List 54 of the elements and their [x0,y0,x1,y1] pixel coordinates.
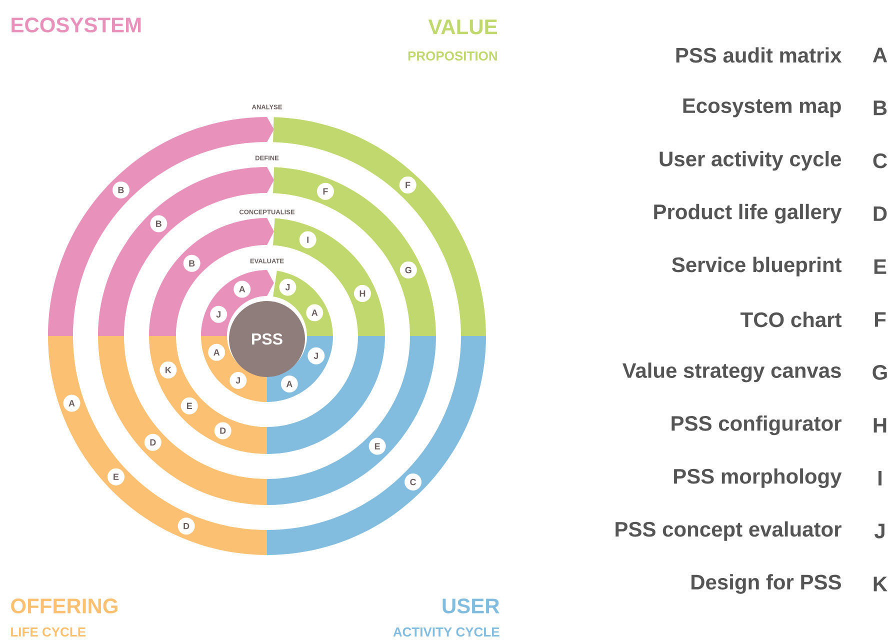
quadrant-title: USER [442,598,500,614]
tool-letter: G [872,364,887,380]
tool-name: PSS audit matrix [676,47,842,63]
tool-name: Product life gallery [654,204,842,224]
tool-name: Value strategy canvas [622,362,841,382]
tool-letter: A [872,48,888,62]
letter-badge: F [316,182,334,200]
letter-badge: A [63,394,80,412]
letter-badge: J [210,306,228,323]
letter-badge: A [208,344,226,361]
tool-letter: K [874,576,888,592]
letter-badge: H [354,285,371,302]
tool-letter: D [874,206,887,221]
tool-name: PSS configurator [672,415,842,436]
letter-badge: D [178,518,195,535]
quadrant-title: OFFERING [11,598,118,614]
tool-letter: J [874,524,884,538]
tool-name: Service blueprint [672,256,842,276]
tool-letter: I [878,470,882,486]
tool-letter: C [873,153,887,168]
letter-badge: B [183,254,200,272]
quadrant-subtitle: ACTIVITY CYCLE [393,627,500,637]
letter-badge: K [160,362,177,378]
letter-badge: F [399,176,416,194]
letter-badge: E [107,468,124,486]
tool-name: User activity cycle [660,151,842,171]
letter-badge: A [234,280,251,298]
letter-badge: I [299,231,316,248]
tool-letter: H [874,418,886,432]
quadrant-title: ECOSYSTEM [12,18,141,32]
quadrant-subtitle: PROPOSITION [408,51,497,61]
tool-name: Design for PSS [692,574,841,594]
letter-badge: J [279,278,296,296]
letter-badge: J [308,347,325,364]
letter-badge: G [400,262,417,279]
letter-badge: B [150,215,168,232]
quadrant-subtitle: LIFE CYCLE [11,627,86,637]
letter-badge: A [306,304,324,322]
tool-name: PSS concept evaluator [616,521,842,541]
letter-badge: J [230,372,247,389]
tool-name: PSS morphology [674,468,842,488]
letter-badge: E [368,438,386,455]
tool-letter: B [874,100,887,116]
letter-badge: D [144,434,162,451]
letter-badge: D [214,422,232,440]
letter-badge: A [280,376,298,393]
quadrant-title: VALUE [428,20,497,34]
letter-badge: B [112,181,130,198]
tool-name: TCO chart [740,312,842,328]
tool-name: Ecosystem map [683,98,841,118]
tool-letter: E [874,259,886,274]
letter-badge: E [180,397,198,414]
tool-letter: F [875,312,886,327]
letter-badge: C [404,474,422,490]
